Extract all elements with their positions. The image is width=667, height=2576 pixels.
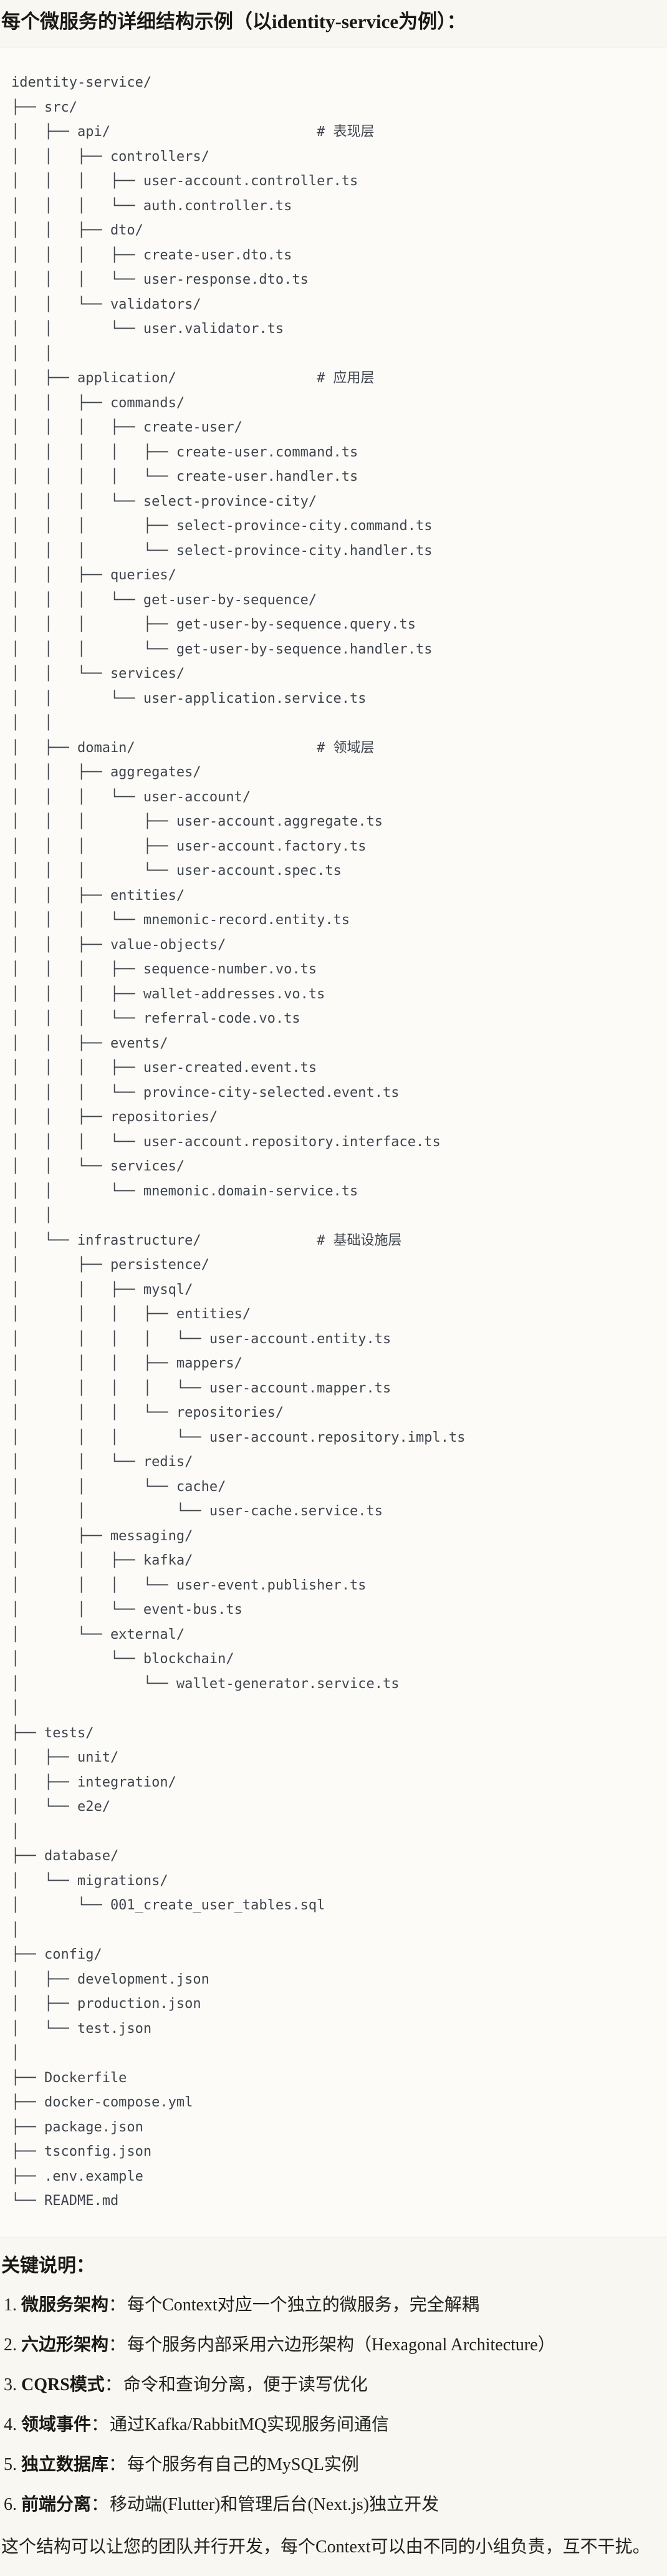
page-title: 每个微服务的详细结构示例（以identity-service为例）： xyxy=(1,11,466,32)
note-term: CQRS模式 xyxy=(21,2375,105,2395)
notes-footer: 这个结构可以让您的团队并行开发，每个Context可以由不同的小组负责，互不干扰… xyxy=(1,2537,650,2557)
note-term: 独立数据库 xyxy=(21,2454,109,2474)
notes-heading: 关键说明： xyxy=(1,2255,95,2276)
note-item-2: 2.六边形架构：每个服务内部采用六边形架构（Hexagonal Architec… xyxy=(4,2333,667,2357)
note-number: 4. xyxy=(4,2414,17,2434)
note-colon: ： xyxy=(108,2454,127,2474)
note-item-1: 1.微服务架构：每个Context对应一个独立的微服务，完全解耦 xyxy=(4,2294,667,2317)
notes-list: 1.微服务架构：每个Context对应一个独立的微服务，完全解耦 2.六边形架构… xyxy=(0,2294,667,2517)
note-term: 微服务架构 xyxy=(21,2295,109,2315)
note-number: 2. xyxy=(4,2335,17,2355)
note-description: 命令和查询分离，便于读写优化 xyxy=(123,2375,368,2395)
note-number: 6. xyxy=(4,2494,17,2514)
note-item-5: 5.独立数据库：每个服务有自己的MySQL实例 xyxy=(4,2453,667,2477)
file-tree: identity-service/ ├── src/ │ ├── api/ # … xyxy=(11,75,466,2209)
note-item-3: 3.CQRS模式：命令和查询分离，便于读写优化 xyxy=(4,2373,667,2397)
note-term: 六边形架构 xyxy=(21,2335,109,2355)
note-description: 移动端(Flutter)和管理后台(Next.js)独立开发 xyxy=(110,2494,439,2514)
note-item-6: 6.前端分离：移动端(Flutter)和管理后台(Next.js)独立开发 xyxy=(4,2493,667,2517)
note-description: 每个服务内部采用六边形架构（Hexagonal Architecture） xyxy=(127,2335,555,2355)
note-colon: ： xyxy=(108,2295,127,2315)
note-description: 通过Kafka/RabbitMQ实现服务间通信 xyxy=(110,2414,389,2434)
note-colon: ： xyxy=(104,2375,122,2395)
note-colon: ： xyxy=(108,2335,127,2355)
note-number: 3. xyxy=(4,2375,17,2395)
note-description: 每个服务有自己的MySQL实例 xyxy=(127,2454,359,2474)
note-item-4: 4.领域事件：通过Kafka/RabbitMQ实现服务间通信 xyxy=(4,2413,667,2437)
note-number: 5. xyxy=(4,2454,17,2474)
note-description: 每个Context对应一个独立的微服务，完全解耦 xyxy=(127,2295,479,2315)
note-term: 领域事件 xyxy=(21,2414,92,2434)
note-colon: ： xyxy=(91,2494,109,2514)
note-term: 前端分离 xyxy=(21,2494,92,2514)
code-block: identity-service/ ├── src/ │ ├── api/ # … xyxy=(0,47,667,2237)
note-number: 1. xyxy=(4,2295,17,2315)
note-colon: ： xyxy=(91,2414,109,2434)
